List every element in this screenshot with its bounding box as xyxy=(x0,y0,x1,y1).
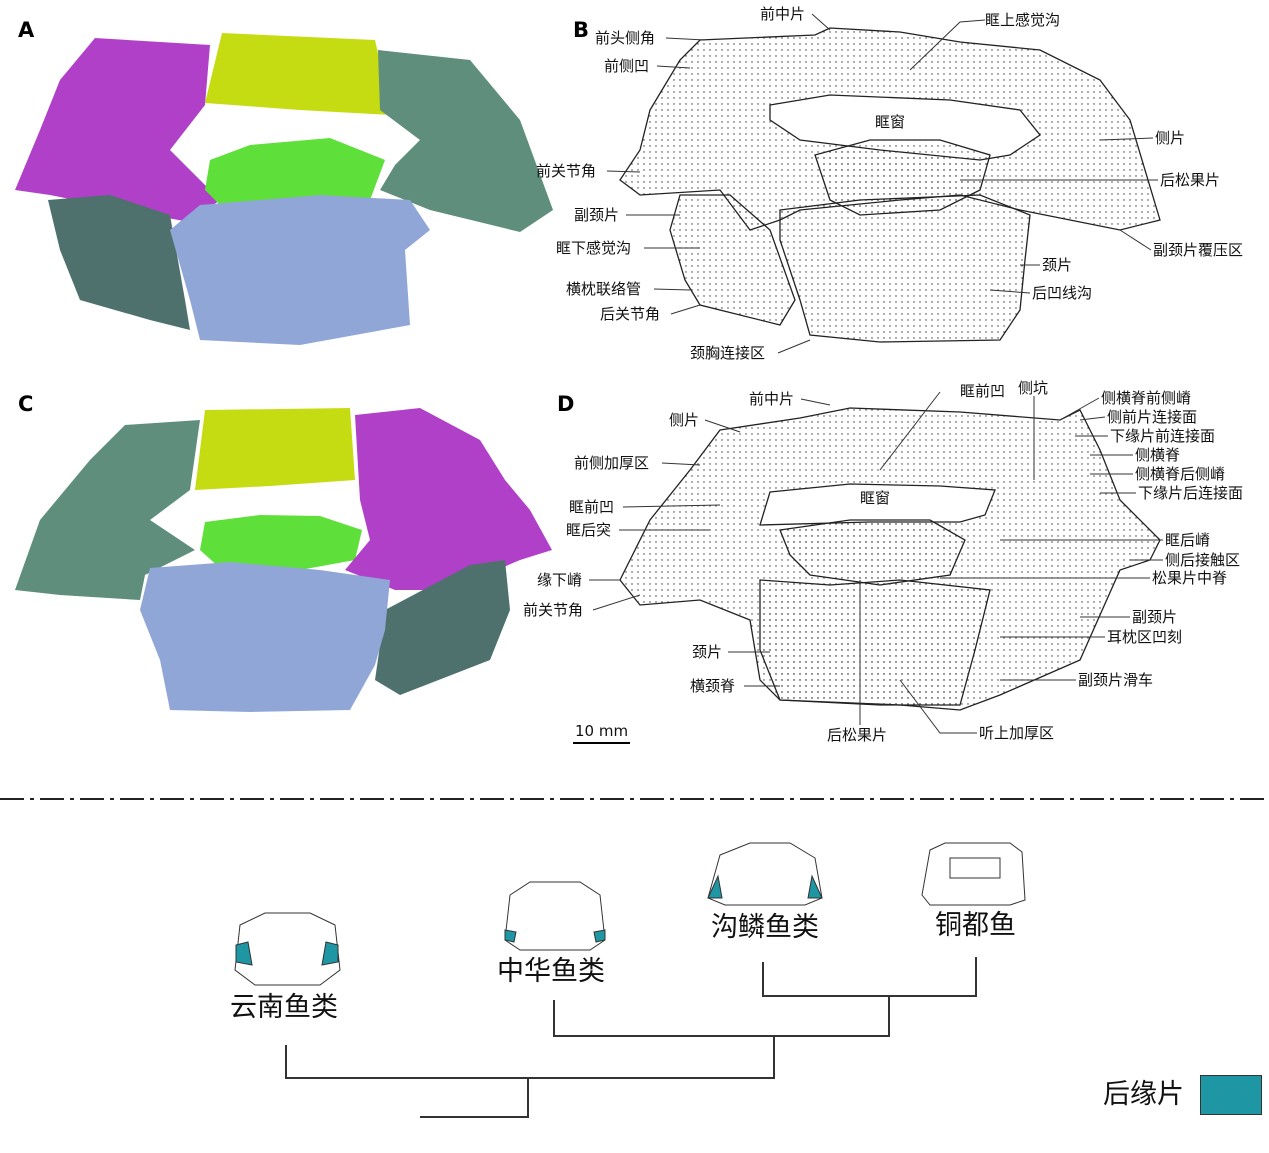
label: 侧前片连接面 xyxy=(1107,408,1198,426)
taxon-skull-icons xyxy=(234,842,1026,986)
label: 眶下感觉沟 xyxy=(556,239,632,257)
bone-green xyxy=(200,515,362,570)
label: 后关节角 xyxy=(600,305,661,323)
label: 颈片 xyxy=(1042,256,1073,274)
panel-b-drawing xyxy=(619,27,1161,343)
yunnan-skull-icon xyxy=(234,912,341,986)
panel-c-model xyxy=(15,408,552,712)
label: 前侧凹 xyxy=(604,57,650,75)
label: 下缘片后连接面 xyxy=(1138,484,1244,502)
taxon-label: 云南鱼类 xyxy=(230,992,338,1023)
bone-yellow xyxy=(195,408,355,490)
label: 侧横脊前侧嵴 xyxy=(1101,389,1192,407)
label: 眶前凹 xyxy=(569,498,615,516)
sinolepid-marginal xyxy=(593,929,606,943)
bone-purple xyxy=(15,38,220,222)
legend-swatch xyxy=(1200,1075,1262,1115)
bone-yellow xyxy=(205,33,392,115)
label: 眶上感觉沟 xyxy=(985,11,1061,29)
panel-label-c: C xyxy=(18,392,34,416)
label: 前中片 xyxy=(749,390,795,408)
label: 前关节角 xyxy=(536,162,597,180)
label: 颈片 xyxy=(692,643,723,661)
label: 眶后突 xyxy=(566,521,612,539)
label: 颈胸连接区 xyxy=(690,344,766,362)
label: 前关节角 xyxy=(523,601,584,619)
bone-teal xyxy=(378,50,553,232)
label: 横颈脊 xyxy=(690,677,736,695)
label: 眶窗 xyxy=(860,489,891,507)
bone-purple xyxy=(345,408,552,590)
label: 侧横脊后侧嵴 xyxy=(1135,465,1226,483)
taxon-label: 铜都鱼 xyxy=(935,910,1016,941)
legend-label: 后缘片 xyxy=(1103,1079,1184,1110)
panel-a-model xyxy=(15,33,553,345)
bothriolepid-skull-icon xyxy=(707,842,823,906)
label: 后松果片 xyxy=(827,726,888,744)
scale-bar-label: 10 mm xyxy=(575,722,629,740)
panel-d-drawing xyxy=(619,407,1161,711)
bone-dark-teal xyxy=(48,195,190,330)
label: 前侧加厚区 xyxy=(574,454,650,472)
label: 侧坑 xyxy=(1018,379,1049,397)
bothriolepid-marginal xyxy=(707,874,723,899)
label: 副颈片 xyxy=(574,206,620,224)
label: 侧横脊 xyxy=(1135,446,1181,464)
label: 前中片 xyxy=(760,5,806,23)
label: 后凹线沟 xyxy=(1032,284,1093,302)
label: 侧片 xyxy=(669,411,700,429)
sinolepid-marginal xyxy=(504,929,517,943)
label: 副颈片滑车 xyxy=(1078,671,1154,689)
bone-teal xyxy=(15,420,200,600)
bone-dark-teal xyxy=(375,560,510,695)
label: 后松果片 xyxy=(1160,171,1221,189)
label: 横枕联络管 xyxy=(566,280,642,298)
label: 耳枕区凹刻 xyxy=(1107,628,1183,646)
label: 前头侧角 xyxy=(595,29,656,47)
label: 侧后接触区 xyxy=(1165,551,1241,569)
label: 眶前凹 xyxy=(960,382,1006,400)
leader-lines xyxy=(589,13,1163,734)
label: 副颈片 xyxy=(1132,608,1178,626)
label: 松果片中脊 xyxy=(1152,569,1228,587)
label: 副颈片覆压区 xyxy=(1153,241,1244,259)
taxon-label: 沟鳞鱼类 xyxy=(711,912,819,943)
panel-label-d: D xyxy=(557,392,575,416)
label: 听上加厚区 xyxy=(979,724,1055,742)
label: 缘下嵴 xyxy=(537,571,583,589)
label: 侧片 xyxy=(1155,129,1186,147)
bone-blue xyxy=(140,562,390,712)
yunnan-marginal xyxy=(321,941,339,966)
label: 眶窗 xyxy=(875,113,906,131)
panel-label-a: A xyxy=(18,18,35,42)
bothriolepid-marginal xyxy=(807,874,823,899)
cladogram-tree xyxy=(285,957,977,1118)
panel-label-b: B xyxy=(573,18,590,42)
label: 下缘片前连接面 xyxy=(1110,427,1216,445)
yunnan-marginal xyxy=(235,941,253,966)
label: 眶后嵴 xyxy=(1165,531,1211,549)
sinolepid-skull-icon xyxy=(504,881,606,951)
bone-blue xyxy=(170,195,430,345)
taxon-label: 中华鱼类 xyxy=(497,956,605,987)
